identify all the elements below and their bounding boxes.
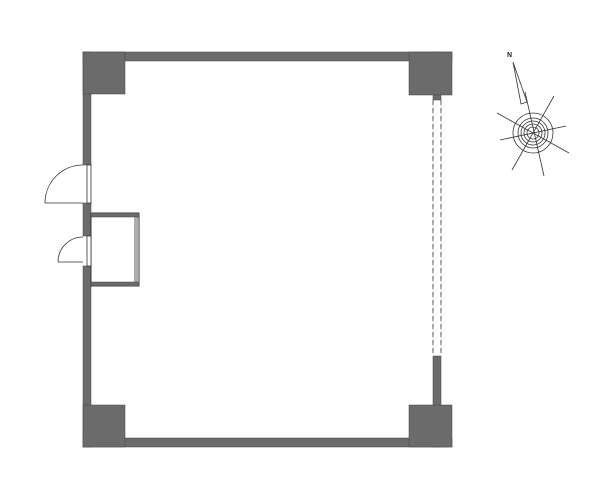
pillar-top-right bbox=[408, 51, 453, 96]
compass-north-label: N bbox=[507, 52, 512, 59]
entrance-door bbox=[44, 164, 92, 204]
wall-left-middle bbox=[82, 202, 92, 237]
compass-rose-icon: N bbox=[496, 52, 570, 177]
pillar-bottom-right bbox=[408, 404, 453, 448]
window-right bbox=[432, 100, 442, 356]
pillars bbox=[82, 51, 453, 448]
closet-frame bbox=[90, 212, 140, 287]
pillar-bottom-left bbox=[82, 404, 126, 448]
closet-door bbox=[57, 235, 92, 267]
wall-top bbox=[82, 51, 453, 62]
pillar-top-left bbox=[82, 51, 126, 95]
wall-bottom bbox=[82, 437, 453, 448]
closet bbox=[90, 212, 140, 287]
